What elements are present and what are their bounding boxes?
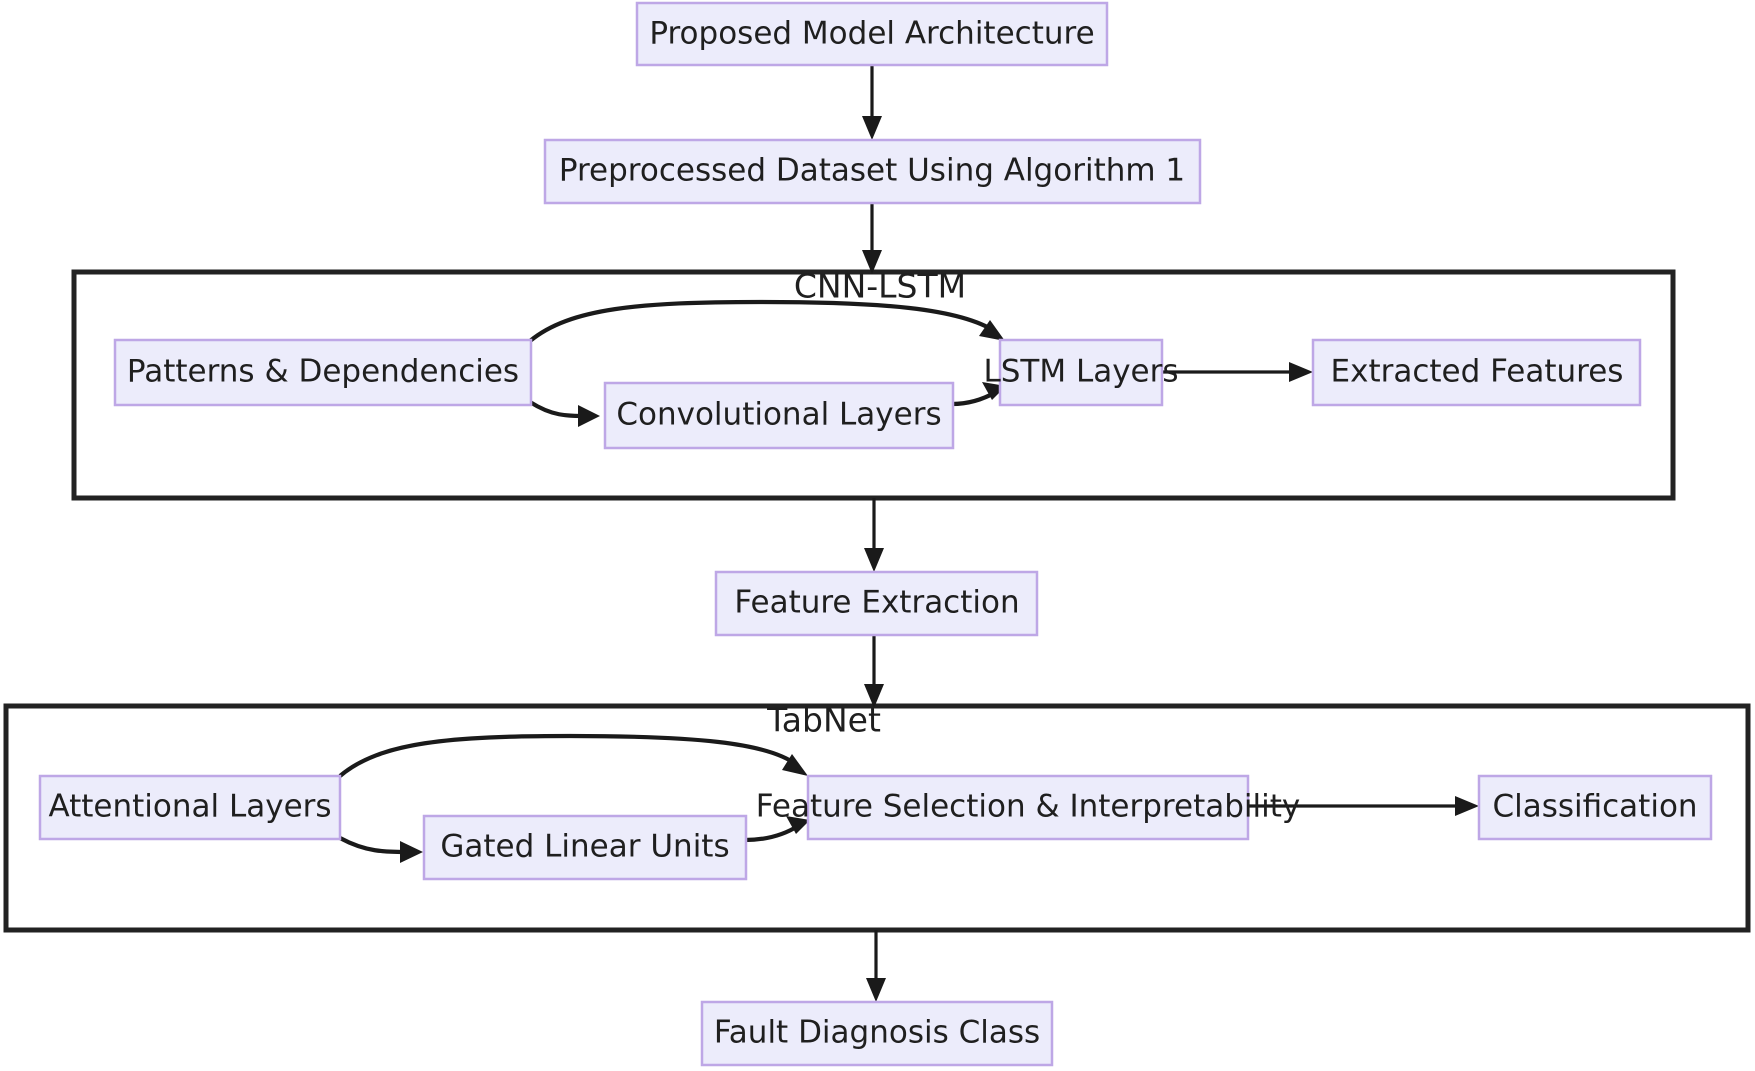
arrow-head-icon [862,250,882,274]
node-preprocessed-dataset[interactable]: Preprocessed Dataset Using Algorithm 1 [543,138,1202,205]
arrow-head-icon [578,405,600,427]
arrow-head-icon [400,841,423,863]
node-label: Feature Extraction [734,585,1019,621]
node-box[interactable] [113,338,533,407]
cluster-tabnet-label: TabNet [766,701,881,740]
node-attentional-layers[interactable]: Attentional Layers [38,774,342,841]
edge-architecture-to-dataset [862,64,882,140]
edge-dataset-to-cnnlstm [862,203,882,274]
arrow-head-icon [1455,796,1479,816]
node-label: Fault Diagnosis Class [714,1015,1040,1051]
node-box[interactable] [1311,338,1642,407]
edge-patterns-to-lstm [528,299,1005,343]
node-convolutional-layers[interactable]: Convolutional Layers [603,381,955,450]
node-box[interactable] [603,381,955,450]
node-proposed-model-architecture[interactable]: Proposed Model Architecture [635,1,1109,67]
edge-curve [528,299,998,343]
node-gated-linear-units[interactable]: Gated Linear Units [422,814,748,881]
node-patterns-dependencies[interactable]: Patterns & Dependencies [113,338,533,407]
node-extracted-features[interactable]: Extracted Features [1311,338,1642,407]
node-box[interactable] [38,774,342,841]
node-label: Proposed Model Architecture [649,16,1094,52]
edge-patterns-to-conv [528,400,600,427]
node-label: Classification [1492,789,1697,825]
node-fault-diagnosis-class[interactable]: Fault Diagnosis Class [700,1000,1054,1067]
arrow-head-icon [979,320,1005,341]
edge-cnnlstm-to-feature-extraction [864,498,884,572]
arrow-head-icon [862,116,882,140]
edge-attentional-to-glu [339,836,423,863]
node-box[interactable] [1477,774,1713,841]
node-feature-extraction[interactable]: Feature Extraction [714,570,1039,637]
node-label: Feature Selection & Interpretability [756,789,1300,825]
cluster-cnn-lstm-label: CNN-LSTM [794,267,966,306]
node-lstm-layers[interactable]: LSTM Layers [983,338,1179,407]
edge-glu-to-feature-selection [744,816,810,843]
node-label: Extracted Features [1331,354,1624,390]
arrow-head-icon [864,684,884,708]
edge-tabnet-to-fault-diagnosis [866,930,886,1002]
node-box[interactable] [714,570,1039,637]
edge-curve [338,733,800,778]
node-box[interactable] [806,774,1250,841]
edge-lstm-to-extracted [1160,362,1313,382]
node-feature-selection[interactable]: Feature Selection & Interpretability [756,774,1300,841]
node-box[interactable] [998,338,1164,407]
arrow-head-icon [1289,362,1313,382]
node-box[interactable] [700,1000,1054,1067]
node-box[interactable] [422,814,748,881]
node-box[interactable] [635,1,1109,67]
arrow-head-icon [782,754,808,776]
edge-feature-selection-to-classification [1248,796,1479,816]
node-label: LSTM Layers [983,354,1178,390]
node-label: Attentional Layers [48,789,331,825]
edge-attentional-to-feature-selection [338,733,808,778]
node-label: Patterns & Dependencies [127,354,519,390]
node-label: Convolutional Layers [616,397,941,433]
node-box[interactable] [543,138,1202,205]
node-classification[interactable]: Classification [1477,774,1713,841]
node-label: Preprocessed Dataset Using Algorithm 1 [559,153,1185,189]
arrow-head-icon [864,548,884,572]
arrow-head-icon [866,978,886,1002]
edge-feature-extraction-to-tabnet [864,635,884,708]
node-label: Gated Linear Units [440,829,729,865]
arrow-head-icon [786,816,810,834]
